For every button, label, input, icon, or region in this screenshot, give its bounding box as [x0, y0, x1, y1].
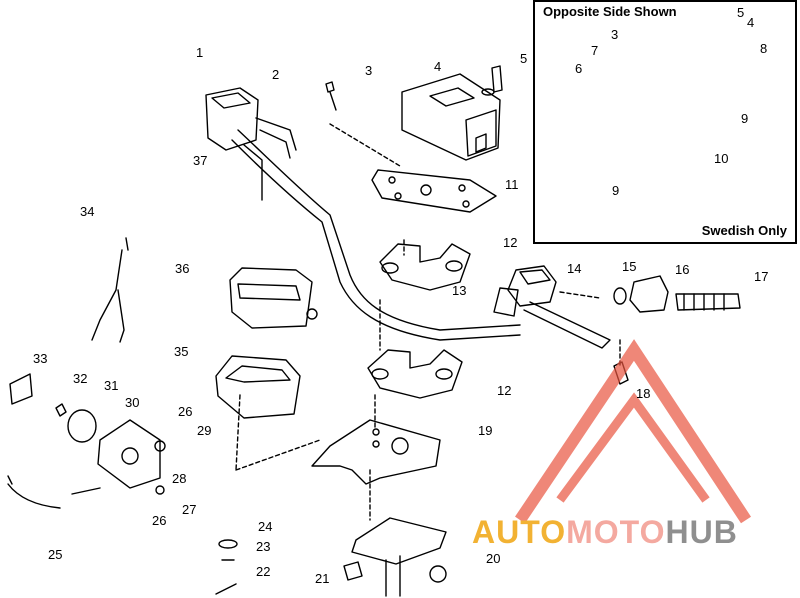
inset-title: Opposite Side Shown	[543, 4, 677, 19]
watermark-logo	[515, 339, 752, 524]
callout-inset-9a: 9	[741, 111, 749, 126]
mount-plate-11	[371, 169, 497, 213]
inset-note: Swedish Only	[701, 223, 787, 238]
watermark-auto: AUTO	[472, 514, 567, 550]
callout-31: 31	[104, 378, 119, 393]
callout-inset-4: 4	[747, 15, 755, 30]
callout-3: 3	[365, 63, 373, 78]
callout-26a: 26	[178, 404, 193, 419]
headlight-assembly	[7, 373, 166, 509]
callout-13: 13	[452, 283, 467, 298]
callout-4: 4	[434, 59, 442, 74]
callout-11: 11	[505, 177, 519, 192]
callout-16: 16	[675, 262, 690, 277]
callout-inset-3: 3	[611, 27, 619, 42]
callout-26b: 26	[152, 513, 167, 528]
callout-36: 36	[175, 261, 190, 276]
callout-5: 5	[520, 51, 528, 66]
grip-assembly	[613, 275, 741, 313]
callout-inset-10: 10	[714, 151, 729, 166]
handlebar	[237, 129, 521, 331]
callout-19: 19	[478, 423, 493, 438]
master-cylinder-left	[205, 87, 297, 201]
callout-inset-5: 5	[737, 5, 745, 20]
callout-15: 15	[622, 259, 637, 274]
bolt-2	[325, 81, 337, 111]
watermark-hub: HUB	[665, 514, 738, 550]
callout-34: 34	[80, 204, 95, 219]
callout-30: 30	[125, 395, 140, 410]
switch-housing	[401, 73, 501, 161]
callout-33: 33	[33, 351, 48, 366]
callout-29: 29	[197, 423, 212, 438]
speedometer	[229, 267, 318, 329]
callout-18: 18	[636, 386, 651, 401]
callout-20: 20	[486, 551, 501, 566]
callout-12b: 12	[497, 383, 512, 398]
callout-14: 14	[567, 261, 582, 276]
inset-panel: Opposite Side Shown Swedish Only	[533, 0, 797, 244]
master-cylinder-right	[493, 265, 611, 349]
watermark-moto: MOTO	[566, 514, 666, 550]
small-parts	[215, 539, 238, 595]
callout-28: 28	[172, 471, 187, 486]
callout-25: 25	[48, 547, 63, 562]
lower-bracket	[343, 517, 447, 597]
callout-inset-8: 8	[760, 41, 768, 56]
callout-35: 35	[174, 344, 189, 359]
callout-32: 32	[73, 371, 88, 386]
screw-5	[481, 65, 503, 96]
callout-37: 37	[193, 153, 208, 168]
speedometer-housing	[215, 355, 301, 419]
upper-clamp	[379, 243, 471, 291]
callout-inset-9b: 9	[612, 183, 620, 198]
callout-1: 1	[196, 45, 204, 60]
callout-23: 23	[256, 539, 271, 554]
callout-2: 2	[272, 67, 280, 82]
callout-inset-7: 7	[591, 43, 599, 58]
lower-clamp	[367, 349, 463, 399]
callout-21: 21	[315, 571, 330, 586]
callout-24: 24	[258, 519, 273, 534]
callout-12a: 12	[503, 235, 518, 250]
callout-17: 17	[754, 269, 769, 284]
cable-34	[91, 237, 129, 343]
support-plate	[311, 419, 441, 485]
watermark-text: AUTOMOTOHUB	[472, 516, 738, 548]
callout-27: 27	[182, 502, 197, 517]
callout-inset-6: 6	[575, 61, 583, 76]
callout-22: 22	[256, 564, 271, 579]
